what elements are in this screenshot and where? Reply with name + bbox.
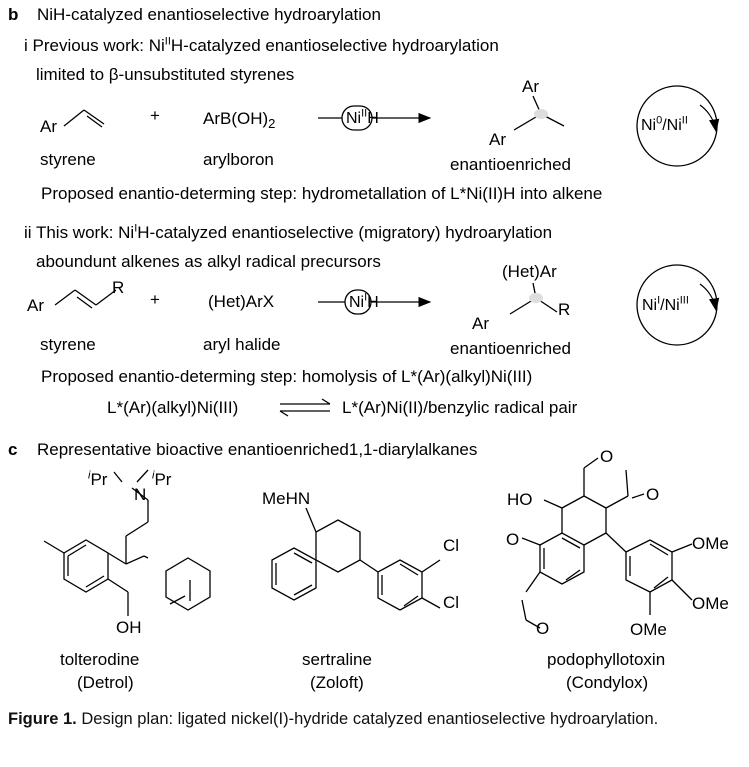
sertraline-cl-bottom: Cl xyxy=(443,593,460,612)
product-ii-ar: Ar xyxy=(472,314,489,333)
product-i-ar-left: Ar xyxy=(489,130,506,149)
tolterodine-ipr-right: iPr xyxy=(152,469,172,489)
podophyllotoxin-structure xyxy=(521,457,693,629)
tolterodine-oh: OH xyxy=(116,618,142,637)
figure-caption: Figure 1. Design plan: ligated nickel(I)… xyxy=(8,710,659,728)
product-i-ar-top: Ar xyxy=(522,77,539,96)
sertraline-cl-top: Cl xyxy=(443,536,460,555)
podophyllotoxin-ome-2: OMe xyxy=(692,594,729,613)
label-arylboron: arylboron xyxy=(203,150,274,169)
part-ii-enantio-step: Proposed enantio-determing step: homolys… xyxy=(41,367,533,386)
label-enantioenriched-i: enantioenriched xyxy=(450,155,571,174)
podophyllotoxin-name: podophyllotoxin xyxy=(547,650,666,669)
label-styrene-i: styrene xyxy=(40,150,96,169)
sertraline-brand: (Zoloft) xyxy=(310,673,364,692)
styrene-ii-ar-label: Ar xyxy=(27,296,44,315)
substituted-styrene-bond xyxy=(54,289,117,309)
part-i-enantio-step: Proposed enantio-determing step: hydrome… xyxy=(41,184,603,203)
equilibrium-arrows xyxy=(279,398,331,417)
section-c-letter: c xyxy=(8,440,18,459)
stereocenter-shade-i xyxy=(534,109,548,119)
tolterodine-ipr-left: iPr xyxy=(88,469,108,489)
section-b-letter: b xyxy=(8,5,19,24)
podophyllotoxin-carbonyl-o: O xyxy=(646,485,660,504)
cycle-ni1-niii-label: NiI/NiIII xyxy=(642,294,689,314)
podophyllotoxin-ho: HO xyxy=(507,490,533,509)
product-ii-r: R xyxy=(558,300,571,319)
sertraline-name: sertraline xyxy=(302,650,372,669)
plus-sign-ii: + xyxy=(150,290,160,309)
product-ii-hetar-top: (Het)Ar xyxy=(502,262,557,281)
tolterodine-brand: (Detrol) xyxy=(77,673,134,692)
tolterodine-structure xyxy=(43,469,211,616)
plus-sign-i: + xyxy=(150,106,160,125)
part-i-heading: i Previous work: NiIIH-catalyzed enantio… xyxy=(24,35,499,55)
part-ii-subheading: aboundunt alkenes as alkyl radical precu… xyxy=(36,252,381,271)
catalyst-box-i xyxy=(341,105,373,131)
podophyllotoxin-dioxole-o2: O xyxy=(536,619,550,638)
equilibrium-left-species: L*(Ar)(alkyl)Ni(III) xyxy=(107,398,239,417)
label-aryl-halide: aryl halide xyxy=(203,335,281,354)
tolterodine-name: tolterodine xyxy=(60,650,140,669)
label-enantioenriched-ii: enantioenriched xyxy=(450,339,571,358)
catalyst-box-ii xyxy=(344,289,372,315)
tolterodine-n: N xyxy=(134,485,147,504)
aryl-halide-formula: (Het)ArX xyxy=(208,292,275,311)
stereocenter-shade-ii xyxy=(529,293,543,303)
catalyst-nih-ii: NiIH xyxy=(349,291,379,311)
part-i-subheading: limited to β-unsubstituted styrenes xyxy=(36,65,295,84)
label-styrene-ii: styrene xyxy=(40,335,96,354)
part-ii-heading: ii This work: NiIH-catalyzed enantiosele… xyxy=(24,222,553,242)
sertraline-structure xyxy=(271,507,441,611)
styrene-ii-r-label: R xyxy=(112,278,125,297)
cycle-ni0-nii-label: Ni0/NiII xyxy=(641,114,688,134)
section-c-title: Representative bioactive enantioenriched… xyxy=(37,440,478,459)
catalyst-nih-i: NiIIH xyxy=(346,107,379,127)
podophyllotoxin-ome-1: OMe xyxy=(692,534,729,553)
equilibrium-right-species: L*(Ar)Ni(II)/benzylic radical pair xyxy=(342,398,578,417)
sertraline-mehn: MeHN xyxy=(262,489,311,508)
section-b-title: NiH-catalyzed enantioselective hydroaryl… xyxy=(37,5,381,24)
podophyllotoxin-ring-o: O xyxy=(600,447,614,466)
podophyllotoxin-brand: (Condylox) xyxy=(566,673,649,692)
styrene-vinyl-bond-i xyxy=(63,109,105,128)
styrene-ar-label: Ar xyxy=(40,117,57,136)
podophyllotoxin-dioxole-o1: O xyxy=(506,530,520,549)
podophyllotoxin-ome-3: OMe xyxy=(630,620,667,639)
arylboron-formula: ArB(OH)2 xyxy=(203,109,276,131)
